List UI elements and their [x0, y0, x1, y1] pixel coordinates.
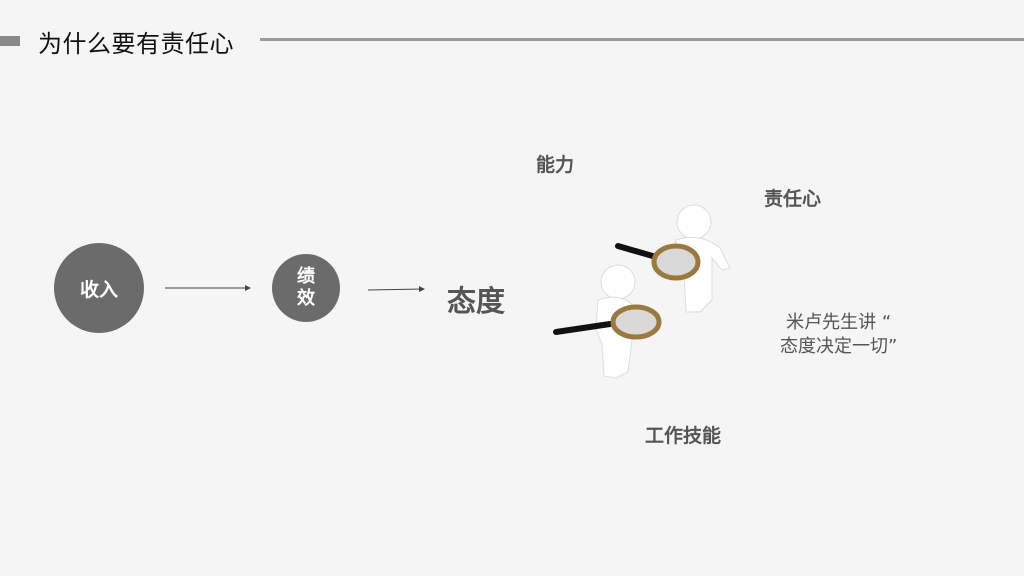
- performance-label-line2: 效: [297, 288, 315, 309]
- arrow-performance-to-attitude: [367, 286, 425, 293]
- income-circle: 收入: [54, 243, 144, 333]
- front-figure: [553, 264, 662, 379]
- responsibility-label: 责任心: [764, 188, 822, 210]
- performance-label-line1: 绩: [297, 266, 315, 287]
- header-marker: [0, 36, 20, 46]
- page-title: 为什么要有责任心: [38, 30, 234, 58]
- quote-line2: 态度决定一切”: [780, 336, 898, 357]
- quote-text: 米卢先生讲 “ 态度决定一切”: [780, 311, 897, 359]
- figures-with-magnifying-glasses-icon: [553, 204, 731, 379]
- quote-line1: 米卢先生讲 “: [786, 312, 892, 333]
- attitude-label: 态度: [447, 284, 506, 318]
- performance-circle: 绩 效: [272, 254, 340, 322]
- header-divider: [260, 38, 1024, 41]
- income-label: 收入: [79, 278, 118, 301]
- ability-label: 能力: [536, 154, 575, 176]
- work-skill-label: 工作技能: [645, 425, 722, 447]
- back-figure: [615, 204, 731, 313]
